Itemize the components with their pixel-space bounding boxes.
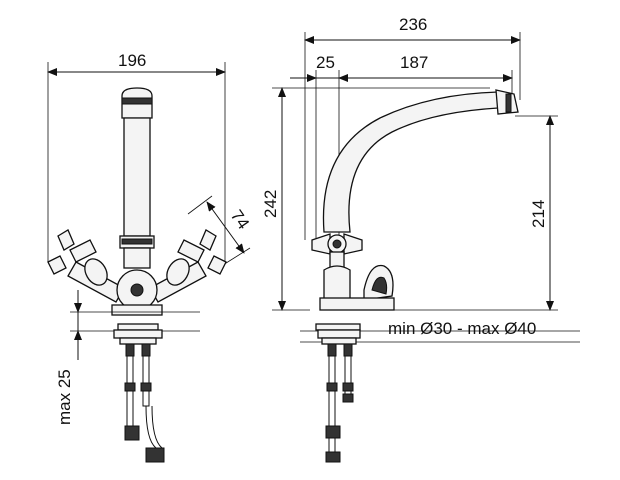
front-right-handle [149,229,227,303]
dim-236-label: 236 [399,15,427,34]
dim-max-thickness: max 25 [55,290,82,425]
front-mount [70,311,200,463]
dim-242-label: 242 [261,190,280,218]
front-left-handle [47,229,125,303]
side-mount [300,323,580,463]
side-spout [322,89,519,233]
dim-spout-reach: 187 [339,53,513,100]
front-spout [119,87,155,269]
hole-diameter-label: min Ø30 - max Ø40 [388,319,536,338]
dim-front-width: 196 [47,51,226,262]
dim-214-label: 214 [529,200,548,228]
front-body [111,269,163,316]
dim-max25-label: max 25 [55,369,74,425]
dim-25-label: 25 [316,53,335,72]
dim-total-height: 242 [261,87,490,311]
dim-74-label: 74 [227,206,253,232]
dim-187-label: 187 [400,53,428,72]
dim-196-label: 196 [118,51,146,70]
side-view: 236 25 187 242 214 [261,15,580,463]
dim-spout-height: 214 [392,115,558,311]
dim-side-width: 236 [304,15,521,240]
front-view: 196 74 [47,51,253,463]
side-body [311,233,395,311]
